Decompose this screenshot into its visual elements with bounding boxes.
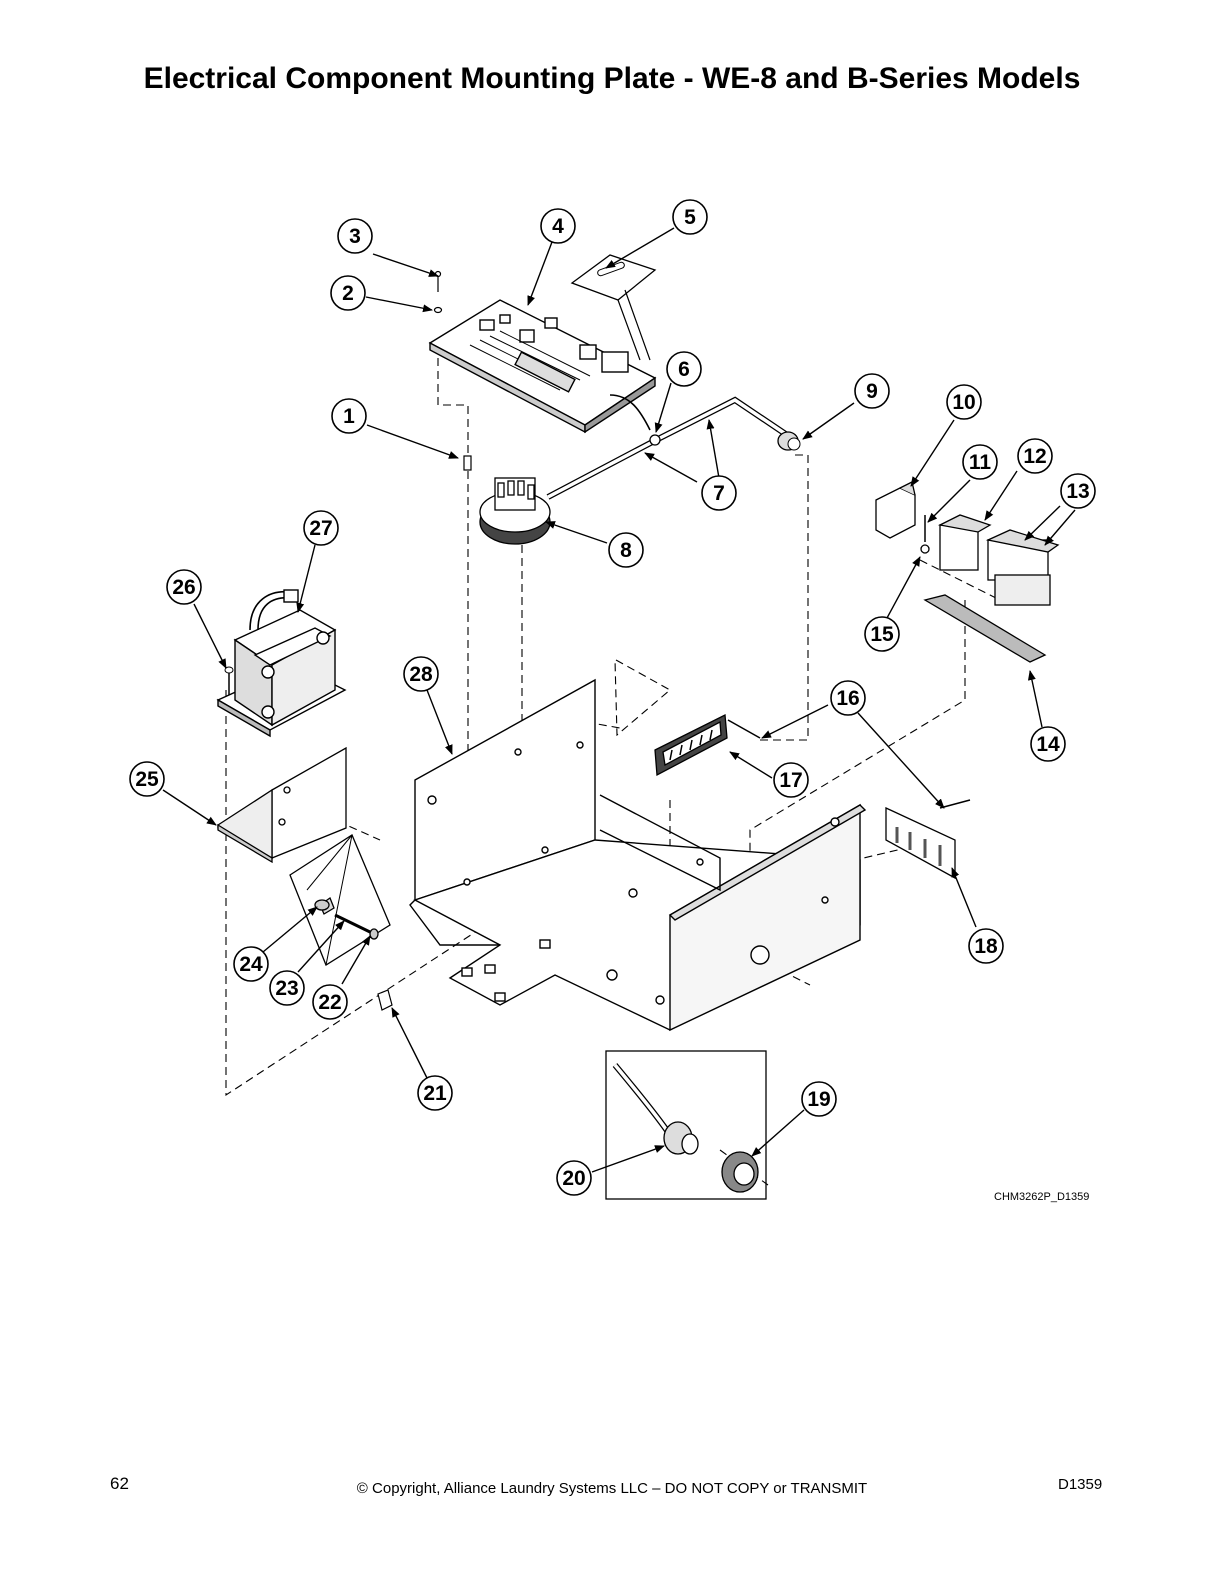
callout-18: 18 [968,928,1004,964]
wire-clip [377,989,393,1011]
callout-11: 11 [962,444,998,480]
callout-label: 17 [779,769,802,792]
callout-label: 13 [1066,480,1089,503]
decal [570,254,657,361]
callout-label: 25 [135,768,159,791]
callout-label: 21 [423,1082,447,1105]
callout-label: 12 [1023,445,1046,468]
callout-bubbles: 1 2 3 4 5 6 7 8 9 10 11 12 13 14 15 16 1… [129,199,1096,1196]
callout-13: 13 [1060,473,1096,509]
callout-24: 24 [233,946,269,982]
callout-3: 3 [337,218,373,254]
callout-label: 16 [836,687,859,710]
callout-label: 8 [620,539,632,562]
callout-label: 4 [552,215,564,238]
callout-label: 1 [343,405,355,428]
small-hardware [433,270,472,471]
callout-label: 20 [562,1167,585,1190]
callout-label: 18 [974,935,998,958]
callout-label: 14 [1036,733,1060,756]
callout-8: 8 [608,532,644,568]
callout-10: 10 [946,384,982,420]
copyright-notice: © Copyright, Alliance Laundry Systems LL… [356,1480,868,1497]
callout-label: 10 [952,391,975,414]
callout-28: 28 [403,656,439,692]
mounting-bracket [217,746,347,864]
callout-7: 7 [701,475,737,511]
callout-5: 5 [672,199,708,235]
page-title: Electrical Component Mounting Plate - WE… [143,62,1081,95]
callout-label: 11 [969,451,992,474]
callout-label: 24 [239,953,263,976]
callout-20: 20 [556,1160,592,1196]
leader-arrows [162,227,1076,1173]
callout-17: 17 [773,762,809,798]
pressure-switch [479,477,551,545]
callout-22: 22 [312,984,348,1020]
callout-label: 2 [342,282,354,305]
callout-15: 15 [864,616,900,652]
callout-4: 4 [540,208,576,244]
callout-1: 1 [331,398,367,434]
document-id: D1359 [1058,1476,1103,1493]
callout-label: 27 [309,517,332,540]
callout-26: 26 [166,569,202,605]
screw-26 [224,666,234,695]
callout-21: 21 [417,1075,453,1111]
callout-label: 19 [807,1088,830,1111]
strain-relief-bracket [885,806,956,880]
callout-19: 19 [801,1081,837,1117]
fuse-holder [289,834,391,966]
callout-label: 9 [866,380,878,403]
hose-cap [777,431,801,451]
callout-label: 15 [870,623,894,646]
callout-label: 7 [713,482,725,505]
callout-25: 25 [129,761,165,797]
control-board [428,299,657,434]
callout-16: 16 [830,680,866,716]
pressure-hose [546,396,792,500]
callout-23: 23 [269,970,305,1006]
callout-label: 5 [684,206,696,229]
callout-label: 28 [409,663,433,686]
callout-label: 26 [172,576,195,599]
main-mounting-plate [409,678,867,1032]
callout-14: 14 [1030,726,1066,762]
drawing-code: CHM3262P_D1359 [994,1191,1089,1203]
page-number: 62 [110,1474,129,1493]
inset-detail [605,1050,767,1200]
transformer [216,589,347,738]
callout-label: 3 [349,225,361,248]
callout-label: 22 [318,991,341,1014]
callout-6: 6 [666,351,702,387]
din-rail-components [875,481,1060,663]
terminal-block-plate [654,713,728,777]
callout-27: 27 [303,510,339,546]
callout-label: 23 [275,977,298,1000]
callout-9: 9 [854,373,890,409]
screw-16 [727,719,971,809]
callout-12: 12 [1017,438,1053,474]
callout-label: 6 [678,358,690,381]
callout-2: 2 [330,275,366,311]
